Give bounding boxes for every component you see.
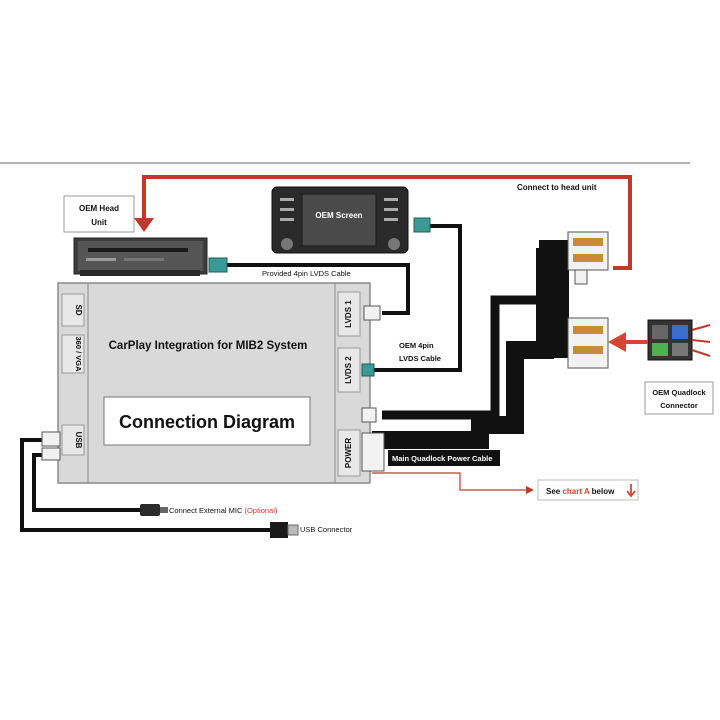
quadlock-connector-icon [567,231,609,369]
quadlock-harness-upper [382,295,555,420]
provided-lvds-cable [226,263,410,315]
port-360-box [61,334,85,374]
oem-4pin-label-2: LVDS Cable [399,354,441,363]
oem-screen-label: OEM Screen [315,211,362,220]
lvds2-plug-icon [361,363,375,377]
power-plug-icon [361,432,385,472]
aux-plug-icon [361,407,377,423]
main-title: CarPlay Integration for MIB2 System [109,340,308,352]
oem-head-unit-label-box [63,195,135,233]
port-sd-box [61,293,85,327]
dvd-head-unit-icon [73,237,208,276]
port-lvds2-label: LVDS 2 [344,356,353,384]
oem-screen-icon [271,186,409,254]
port-lvds1-label: LVDS 1 [344,300,353,328]
mic-cable [32,453,140,512]
port-usb-box [61,424,85,456]
lvds1-plug-icon [363,305,381,321]
port-sd-label: SD [74,304,83,315]
oem-quadlock-label-1: OEM Quadlock [652,388,706,397]
head-unit-arrow-icon [134,218,154,232]
harness-block [539,240,569,358]
oem-quadlock-label-box [644,381,714,415]
port-360-label: 360 / VGA [74,336,83,372]
port-power-label: POWER [344,438,353,468]
quadlock-arrowhead-icon [608,332,626,352]
provided-lvds-label: Provided 4pin LVDS Cable [262,269,351,278]
connection-diagram-box [103,396,311,446]
usb-connector-label: USB Connector [300,525,353,534]
usb-plug-icon [270,522,299,538]
port-lvds1-box [337,291,361,337]
port-usb-label: USB [74,432,83,449]
connect-head-unit-line [142,175,632,270]
port-power-box [337,429,361,477]
usb-cable [20,438,270,532]
see-chart-box [537,479,639,501]
oem-head-unit-label-1: OEM Head [79,204,119,213]
ext-mic-label: Connect External MIC (Optional) [169,506,278,515]
oem-lvds-cable [372,224,462,372]
see-chart-label: See chart A below [546,487,615,496]
mic-jack-icon [140,504,168,516]
port-lvds2-box [337,347,361,393]
oem-quadlock-plug-icon [647,319,711,361]
headunit-lvds-connector-icon [208,257,228,273]
oem-quadlock-label-2: Connector [660,401,698,410]
main-quadlock-label: Main Quadlock Power Cable [392,454,492,463]
connect-head-unit-label: Connect to head unit [517,183,597,192]
usb-port-plug-icon [41,431,61,447]
quadlock-cable-label-bg [388,450,500,466]
oem-4pin-label-1: OEM 4pin [399,341,434,350]
screen-lvds-connector-icon [413,217,431,233]
interface-box [57,282,371,484]
chart-a-arrow-icon [526,486,534,494]
connection-diagram-title: Connection Diagram [119,412,295,432]
down-arrow-icon [626,484,636,498]
chart-a-line [372,472,528,491]
oem-head-unit-label-2: Unit [91,218,107,227]
usb-port-plug2-icon [41,447,61,461]
